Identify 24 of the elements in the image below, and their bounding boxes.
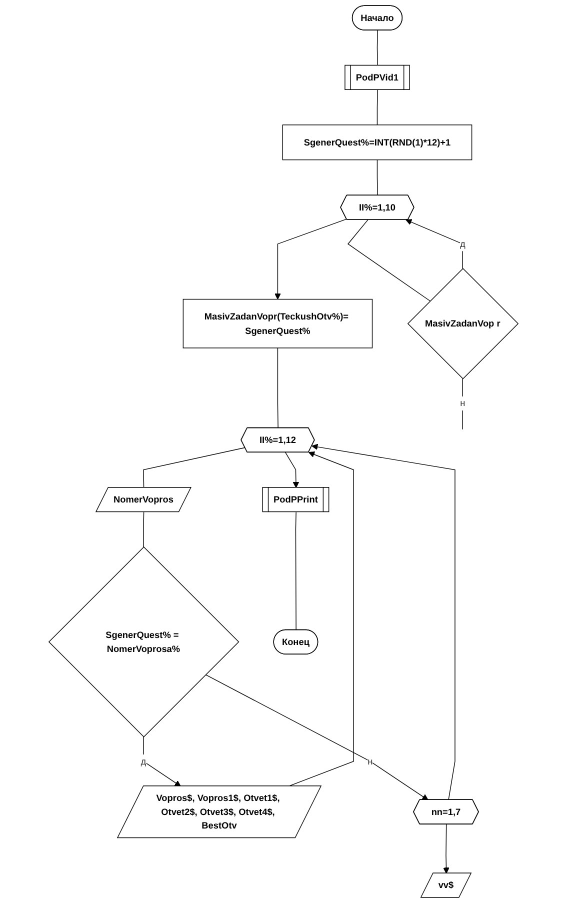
connector — [348, 219, 430, 302]
arrow — [406, 219, 463, 269]
node-box: SgenerQuest%=INT(RND(1)*12)+1 — [282, 124, 472, 160]
node-diamond: MasivZadanVop r — [407, 268, 519, 380]
connector — [295, 512, 296, 630]
connector — [462, 378, 463, 430]
connector — [376, 159, 378, 196]
connector — [143, 447, 246, 488]
edge-label: д — [140, 756, 146, 766]
connector — [277, 348, 278, 428]
arrow — [285, 452, 300, 488]
arrow — [312, 444, 456, 800]
arrow — [205, 674, 428, 800]
arrow — [274, 218, 347, 300]
node-box: MasivZadanVopr(TeckushOtv%)= SgenerQuest% — [182, 298, 373, 348]
edge-label: н — [460, 398, 466, 408]
arrow — [443, 824, 450, 874]
connector — [376, 30, 378, 66]
connector — [143, 512, 144, 548]
edge-label: д — [460, 238, 466, 250]
connector — [376, 90, 378, 126]
node-diamond: SgenerQuest% = NomerVoprosa% — [48, 546, 240, 738]
arrow — [143, 736, 181, 786]
edge-label: н — [368, 756, 373, 766]
